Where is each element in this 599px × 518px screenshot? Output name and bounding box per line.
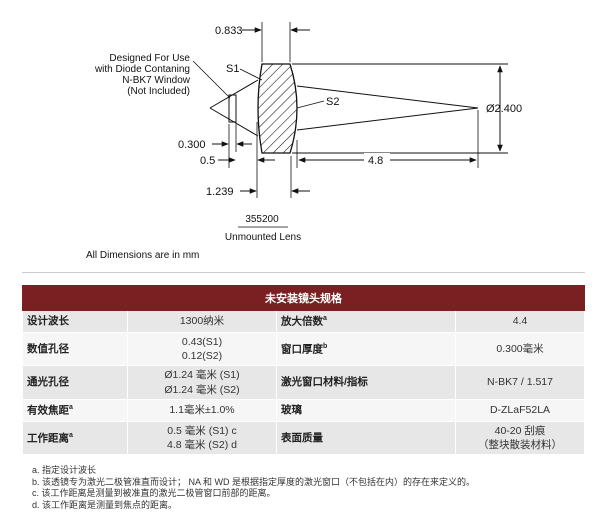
spec-value: D-ZLaF52LA: [455, 398, 585, 422]
dimensions-note: All Dimensions are in mm: [86, 250, 200, 261]
footnote: b. 该透镜专为激光二极管准直而设计； NA 和 WD 是根据指定厚度的激光窗口…: [32, 476, 476, 487]
spec-value: 4.4: [455, 310, 585, 333]
diode-window: [228, 94, 237, 123]
spec-label: 放大倍数a: [276, 310, 456, 333]
spec-value: 1.1毫米±1.0%: [127, 398, 277, 422]
spec-table-title: 未安装镜头规格: [22, 285, 585, 311]
spec-value: 40-20 刮痕（整块散装材料）: [455, 420, 585, 456]
spec-value: Ø1.24 毫米 (S1)Ø1.24 毫米 (S2): [127, 365, 277, 400]
separator-line: [22, 272, 585, 273]
bottom-dim-label: 1.239: [206, 186, 234, 198]
note-line-4: (Not Included): [127, 86, 190, 97]
note-line-2: with Diode Contaning: [94, 64, 190, 75]
footnote: c. 该工作距离是测量到被准直的激光二极管窗口前部的距离。: [32, 488, 276, 498]
spec-value: 1300纳米: [127, 310, 277, 333]
footnote: a. 指定设计波长: [32, 465, 97, 475]
spec-label: 数值孔径: [22, 331, 128, 367]
lens-drawing: Ø2.400 0.833 S1 S2 Designed For Use with…: [94, 22, 522, 243]
spec-label: 窗口厚度b: [276, 331, 456, 367]
spec-label: 激光窗口材料/指标: [276, 365, 456, 400]
spec-label: 有效焦距a: [22, 398, 128, 422]
spec-label: 玻璃: [276, 398, 456, 422]
footnote: d. 该工作距离是测量到焦点的距离。: [32, 499, 178, 510]
length-dim-label: 4.8: [368, 155, 383, 167]
s1-leader: [239, 68, 263, 81]
footnotes: a. 指定设计波长 b. 该透镜专为激光二极管准直而设计； NA 和 WD 是根…: [32, 465, 475, 511]
note-leader: [192, 60, 231, 99]
design-note: Designed For Use with Diode Contaning N-…: [94, 53, 191, 97]
spec-label: 通光孔径: [22, 365, 128, 400]
part-caption: Unmounted Lens: [225, 232, 301, 243]
mid-dim-label: 0.5: [200, 155, 215, 167]
part-number: 355200: [245, 214, 279, 225]
top-dim-label: 0.833: [215, 25, 243, 37]
spec-value: 0.300毫米: [455, 331, 585, 367]
spec-label: 表面质量: [276, 420, 456, 456]
spec-value: 0.43(S1)0.12(S2): [127, 331, 277, 367]
spec-value: N-BK7 / 1.517: [455, 365, 585, 400]
note-line-1: Designed For Use: [109, 53, 190, 64]
spec-label: 工作距离a: [22, 420, 128, 456]
small-dim-label: 0.300: [178, 139, 206, 151]
beam-lines: [209, 63, 508, 154]
spec-label: 设计波长: [22, 310, 128, 333]
s2-label: S2: [326, 96, 339, 108]
s1-label: S1: [226, 63, 239, 75]
note-line-3: N-BK7 Window: [122, 75, 191, 86]
diameter-label: Ø2.400: [486, 103, 522, 115]
s2-leader: [296, 100, 325, 109]
lens-body: [257, 63, 298, 154]
